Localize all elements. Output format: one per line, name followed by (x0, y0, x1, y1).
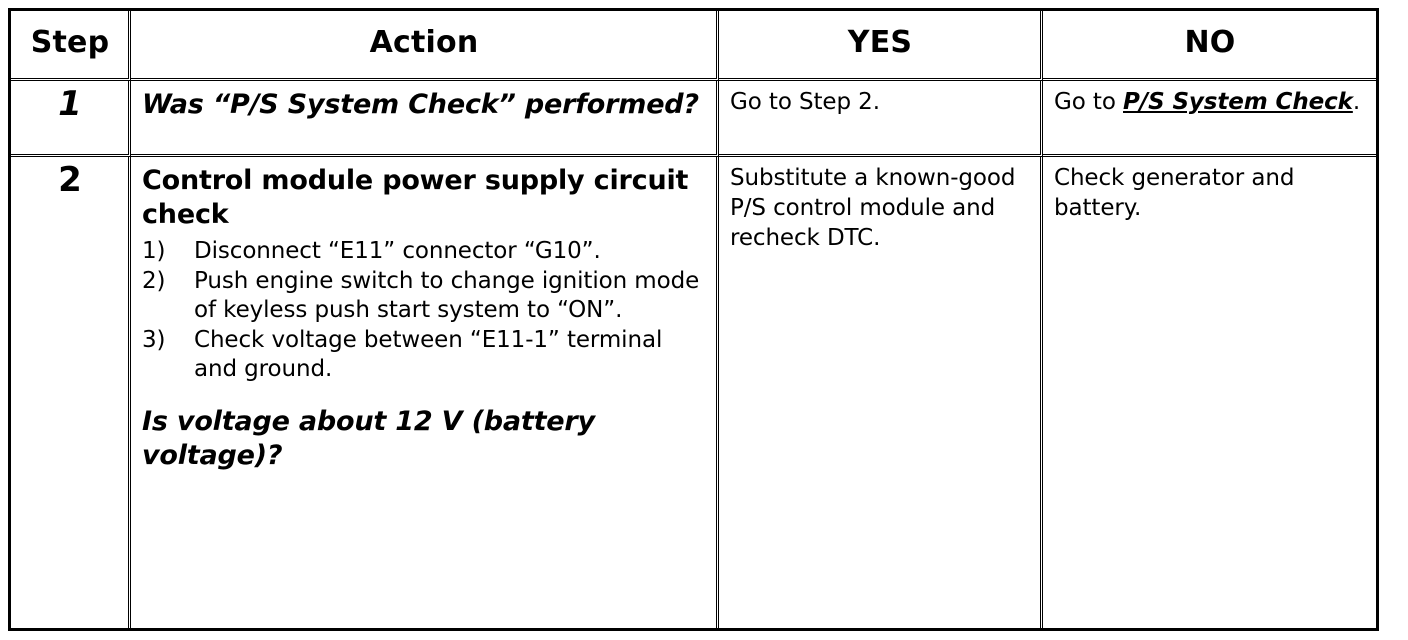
substep-marker: 3) (142, 327, 166, 354)
list-item: 2) Push engine switch to change ignition … (142, 267, 706, 325)
list-item: 3) Check voltage between “E11-1” terminal… (142, 326, 706, 384)
row-1-action-question: Was “P/S System Check” performed? (142, 89, 699, 120)
row-1-no-prefix: Go to (1054, 89, 1124, 115)
substep-text: Disconnect “E11” connector “G10”. (194, 238, 601, 265)
column-header-yes: YES (719, 11, 1043, 81)
column-header-step: Step (11, 11, 131, 81)
row-1-no-suffix: . (1352, 89, 1361, 115)
row-2-step-cell: 2 (11, 156, 131, 628)
row-1-no-text: Go to P/S System Check. (1054, 88, 1366, 118)
column-header-no: NO (1043, 11, 1376, 81)
row-1-yes-cell: Go to Step 2. (719, 81, 1043, 157)
substep-text: Push engine switch to change ignition mo… (194, 268, 700, 324)
column-header-no-label: NO (1184, 24, 1236, 60)
row-2-action-substep-list: 1) Disconnect “E11” connector “G10”. 2) Pu… (142, 237, 706, 384)
table-header-row: Step Action YES (11, 11, 1376, 81)
row-2-step-number: 2 (58, 159, 82, 200)
list-item: 1) Disconnect “E11” connector “G10”. (142, 237, 706, 266)
row-1-step-number: 1 (58, 84, 82, 124)
row-1-no-cell: Go to P/S System Check. (1043, 81, 1376, 157)
row-2-no-cell: Check generator and battery. (1043, 156, 1376, 628)
diagnostic-flow-table: Step Action YES (11, 11, 1376, 628)
row-1-step-cell: 1 (11, 81, 131, 157)
row-2-action-cell: Control module power supply circuit chec… (131, 156, 719, 628)
table-row: 2 Control module power supply circuit ch… (11, 156, 1376, 628)
row-2-no-text: Check generator and battery. (1054, 164, 1295, 221)
row-2-action-question: Is voltage about 12 V (battery voltage)? (142, 406, 595, 472)
substep-marker: 1) (142, 238, 166, 265)
table-row: 1 Was “P/S System Check” performed? Go t… (11, 81, 1376, 157)
row-2-yes-cell: Substitute a known-good P/S control modu… (719, 156, 1043, 628)
substep-marker: 2) (142, 268, 166, 295)
row-1-no-reference-link[interactable]: P/S System Check (1123, 89, 1353, 115)
column-header-yes-label: YES (847, 24, 913, 60)
substep-text: Check voltage between “E11-1” terminal a… (194, 327, 663, 383)
table-outer-frame: Step Action YES (8, 8, 1379, 631)
row-1-yes-text: Go to Step 2. (730, 89, 880, 115)
column-header-action: Action (131, 11, 719, 81)
column-header-step-label: Step (30, 24, 110, 60)
row-2-yes-text: Substitute a known-good P/S control modu… (730, 164, 1016, 251)
row-1-action-cell: Was “P/S System Check” performed? (131, 81, 719, 157)
row-2-action-heading: Control module power supply circuit chec… (142, 164, 689, 230)
column-header-action-label: Action (369, 24, 479, 60)
